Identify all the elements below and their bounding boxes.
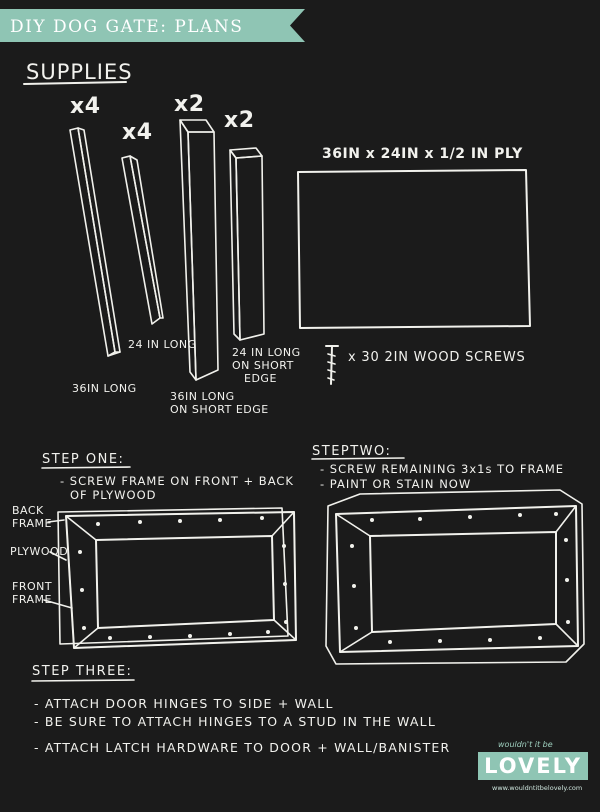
step-three-item-2: - BE SURE TO ATTACH HINGES TO A STUD IN …: [34, 714, 437, 729]
plywood-sheet-sketch: [297, 169, 531, 329]
board-36in-short-label-2: ON SHORT EDGE: [170, 403, 269, 416]
front-frame-label-2: FRAME: [12, 593, 52, 606]
board-36in-label: 36IN LONG: [72, 382, 137, 395]
board-24in-short-qty: x2: [224, 108, 255, 133]
front-frame-label-1: FRONT: [12, 580, 53, 593]
step-three-underline: [31, 679, 135, 682]
step-two-item-2: - PAINT OR STAIN NOW: [320, 477, 472, 491]
supplies-heading: SUPPLIES: [26, 60, 133, 84]
step-two-frame-sketch: [325, 489, 585, 665]
plywood-label: 36IN x 24IN x 1/2 IN PLY: [322, 146, 523, 162]
board-24in-short-label-1: 24 IN LONG: [232, 346, 301, 359]
board-24in-short-label-2: ON SHORT: [232, 359, 294, 372]
board-36in-short-edge-sketch: [179, 119, 219, 381]
board-24in-short-edge-sketch: [229, 147, 265, 341]
step-two-heading: STEPTWO:: [312, 444, 392, 459]
plywood-layer-label: PLYWOOD: [10, 545, 69, 558]
board-24in-sketch: [121, 155, 164, 325]
banner-ribbon-shape: [0, 9, 305, 42]
back-frame-label-1: BACK: [12, 504, 44, 517]
back-frame-label-2: FRAME: [12, 517, 52, 530]
step-two-underline: [311, 457, 405, 460]
step-three-heading: STEP THREE:: [32, 664, 133, 679]
step-three-item-3: - ATTACH LATCH HARDWARE TO DOOR + WALL/B…: [34, 740, 451, 755]
step-one-item-1: - SCREW FRAME ON FRONT + BACK: [60, 474, 294, 488]
supplies-underline: [23, 81, 127, 85]
screws-label: x 30 2IN WOOD SCREWS: [348, 350, 526, 365]
step-one-heading: STEP ONE:: [42, 452, 125, 467]
logo-script-text: wouldn't it be: [498, 740, 553, 749]
board-24in-short-label-3: EDGE: [244, 372, 277, 385]
step-one-item-2: OF PLYWOOD: [70, 488, 157, 502]
step-three-item-1: - ATTACH DOOR HINGES TO SIDE + WALL: [34, 696, 334, 711]
board-36in-sketch: [69, 127, 121, 357]
logo-url: www.wouldntitbelovely.com: [492, 784, 583, 792]
board-36in-short-qty: x2: [174, 92, 205, 117]
brand-logo: wouldn't it be LOVELY www.wouldntitbelov…: [478, 740, 588, 796]
step-one-frame-sketch: [43, 507, 297, 649]
board-24in-label: 24 IN LONG: [128, 338, 197, 351]
board-36in-short-label-1: 36IN LONG: [170, 390, 235, 403]
page-title: DIY DOG GATE: PLANS: [10, 17, 244, 37]
board-36in-qty: x4: [70, 94, 101, 119]
board-24in-qty: x4: [122, 120, 153, 145]
logo-wordmark: LOVELY: [478, 752, 588, 780]
title-banner: DIY DOG GATE: PLANS: [0, 9, 305, 42]
step-one-underline: [41, 466, 131, 469]
screw-sketch: [325, 345, 339, 385]
step-two-item-1: - SCREW REMAINING 3x1s TO FRAME: [320, 462, 565, 476]
